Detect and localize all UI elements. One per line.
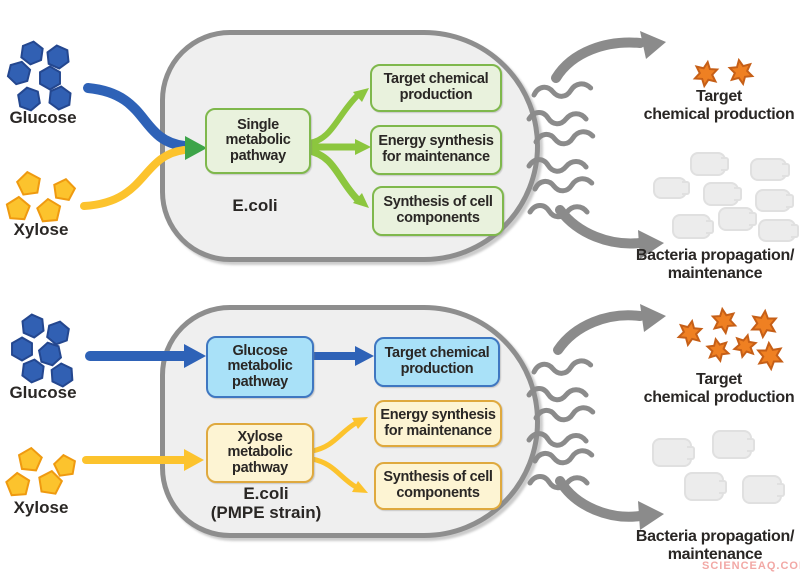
export-arrow-bottom-upper	[553, 304, 666, 355]
bacteria-propagation-label-bottom: Bacteria propagation/ maintenance	[635, 528, 795, 564]
energy-synthesis-box-top: Energy synthesis for maintenance	[370, 125, 502, 175]
energy-synthesis-box-bottom: Energy synthesis for maintenance	[374, 400, 502, 447]
bacterium-capsule-icon	[718, 207, 754, 231]
bacterium-capsule-icon	[742, 475, 782, 504]
bacterium-capsule-icon	[690, 152, 726, 176]
export-arrow-top-upper	[551, 31, 666, 83]
xylose-molecules-icon	[6, 171, 76, 222]
xylose-label-top: Xylose	[13, 220, 69, 239]
bacterium-capsule-icon	[672, 214, 711, 239]
ecoli-pmpe-label: E.coli (PMPE strain)	[210, 484, 322, 522]
bacterium-capsule-icon	[758, 219, 796, 242]
glucose-label-bottom: Glucose	[9, 383, 77, 402]
cell-components-box-top: Synthesis of cell components	[372, 186, 504, 236]
glucose-pathway-box: Glucose metabolic pathway	[206, 336, 314, 398]
glucose-molecules-icon	[7, 40, 72, 112]
target-production-label-bottom: Target chemical production	[643, 371, 795, 407]
target-production-box-top: Target chemical production	[370, 64, 502, 112]
glucose-label-top: Glucose	[9, 108, 77, 127]
xylose-pathway-box: Xylose metabolic pathway	[206, 423, 314, 483]
cell-components-box-bottom: Synthesis of cell components	[374, 462, 502, 510]
bacterium-capsule-icon	[684, 472, 724, 501]
xylose-molecules-icon-bottom	[6, 447, 77, 496]
target-chemical-stars-top	[694, 58, 753, 87]
target-production-box-bottom: Target chemical production	[374, 337, 500, 387]
bacterium-capsule-icon	[712, 430, 752, 459]
target-chemical-stars-bottom	[678, 308, 783, 370]
target-production-label-top: Target chemical production	[643, 88, 795, 124]
xylose-label-bottom: Xylose	[13, 498, 69, 517]
bacteria-propagation-label-top: Bacteria propagation/ maintenance	[635, 247, 795, 283]
watermark: SCIENCEAQ.COM	[702, 560, 800, 572]
bacterium-capsule-icon	[703, 182, 739, 206]
single-pathway-box: Single metabolic pathway	[205, 108, 311, 174]
ecoli-label-top: E.coli	[232, 196, 278, 215]
bacterium-capsule-icon	[652, 438, 692, 467]
export-arrow-bottom-lower	[555, 476, 664, 530]
bacterium-capsule-icon	[755, 189, 791, 212]
bacterium-capsule-icon	[750, 158, 787, 181]
bacterium-capsule-icon	[653, 177, 687, 199]
glucose-molecules-icon-bottom	[12, 314, 73, 388]
